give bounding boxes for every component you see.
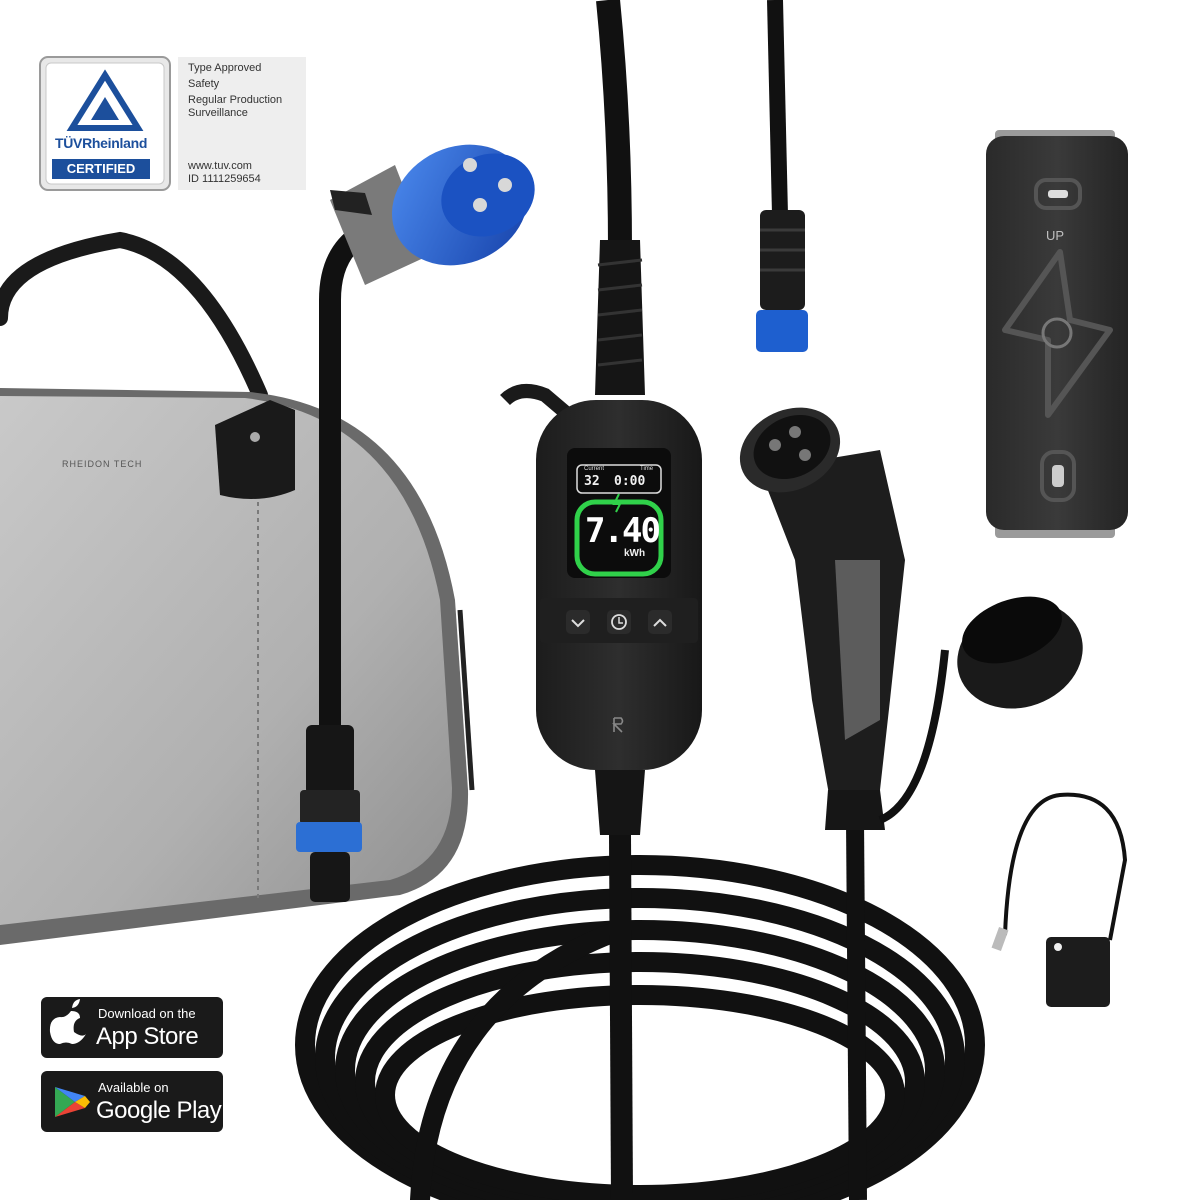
app-store-badge[interactable]: Download on the App Store xyxy=(41,997,223,1058)
chevron-down-icon xyxy=(571,619,585,628)
energy-unit: kWh xyxy=(624,548,646,559)
control-box xyxy=(500,384,702,1200)
rheidon-logo-icon xyxy=(612,717,624,733)
cable-lock xyxy=(991,792,1128,1007)
blue-plug-cable xyxy=(296,144,535,902)
tuv-triangle-icon xyxy=(66,69,144,131)
bag-handle xyxy=(0,231,268,403)
cable-coil xyxy=(295,855,985,1200)
tuv-line-4: Surveillance xyxy=(188,107,248,119)
tuv-certified-label: CERTIFIED xyxy=(66,161,136,176)
app-store-top-text: Download on the xyxy=(98,1006,196,1021)
google-play-badge[interactable]: Available on Google Play xyxy=(41,1071,223,1132)
tuv-line-1: Type Approved xyxy=(188,62,262,74)
charger-display xyxy=(567,448,671,578)
down-button[interactable] xyxy=(566,610,590,634)
chevron-up-icon xyxy=(653,618,667,627)
apple-icon xyxy=(49,999,86,1044)
tuv-line-3: Regular Production xyxy=(188,94,283,106)
energy-ring xyxy=(574,499,664,577)
bolt-logo-icon xyxy=(1002,249,1113,418)
main-cable-top xyxy=(595,0,645,395)
blue-connector-adapter xyxy=(756,0,808,352)
wall-mount xyxy=(986,130,1128,538)
wall-mount-up-label: UP xyxy=(1046,228,1065,243)
current-value: 32 xyxy=(584,474,600,489)
tuv-id: ID 1111259654 xyxy=(188,173,261,185)
tuv-line-2: Safety xyxy=(188,78,220,90)
google-play-main-text: Google Play xyxy=(96,1097,222,1124)
time-label: Time xyxy=(640,466,654,472)
bag-tag xyxy=(215,400,295,499)
google-play-icon xyxy=(55,1087,90,1117)
energy-value: 7.40 xyxy=(585,511,661,551)
tuv-details-panel xyxy=(178,57,306,190)
current-label: Current xyxy=(584,466,605,472)
lightning-icon xyxy=(612,493,622,513)
clock-icon xyxy=(611,614,627,630)
tuv-website: www.tuv.com xyxy=(188,160,252,172)
type2-ev-plug xyxy=(739,407,1083,1200)
google-play-top-text: Available on xyxy=(98,1080,169,1095)
time-value: 0:00 xyxy=(614,474,646,489)
carry-bag xyxy=(0,231,475,945)
plug-grip xyxy=(835,560,880,740)
tuv-badge xyxy=(39,56,171,191)
up-button[interactable] xyxy=(648,610,672,634)
bag-brand-label: RHEIDON TECH xyxy=(62,459,143,469)
app-store-main-text: App Store xyxy=(96,1023,199,1050)
tuv-brand: TÜVRheinland xyxy=(55,135,148,151)
